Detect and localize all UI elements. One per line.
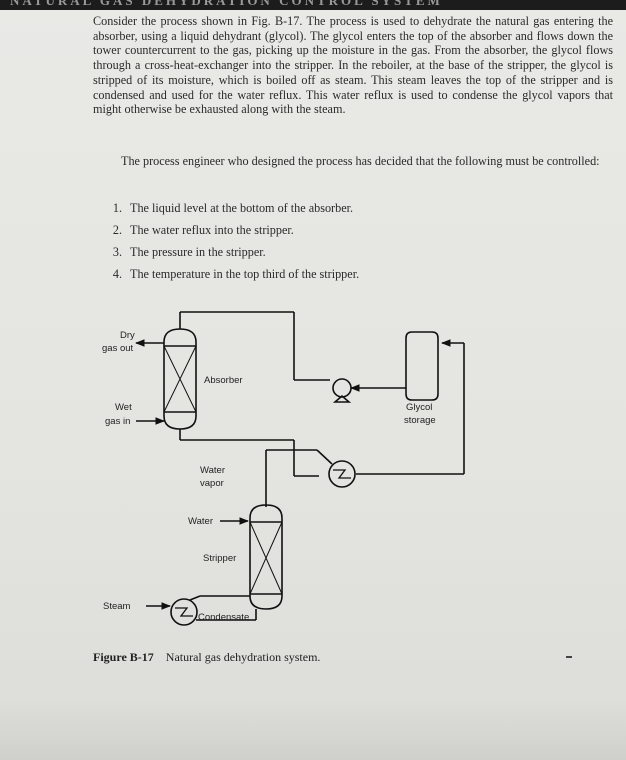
absorber-column <box>163 328 197 430</box>
paragraph-requirements-intro: The process engineer who designed the pr… <box>121 154 600 168</box>
cut-off-heading: NATURAL GAS DEHYDRATION CONTROL SYSTEM <box>0 0 626 10</box>
label-dry-gas-out: gas out <box>102 343 134 354</box>
label-wet-gas: Wet <box>115 402 132 413</box>
list-item: 3.The pressure in the stripper. <box>112 245 266 259</box>
label-wet-gas-in: gas in <box>105 416 130 427</box>
paragraph-process-description: Consider the process shown in Fig. B-17.… <box>93 14 613 117</box>
photo-shadow <box>0 700 626 760</box>
label-water: Water <box>188 516 213 527</box>
cross-heat-exchanger <box>328 460 356 488</box>
label-water-vapor-2: vapor <box>200 478 224 489</box>
page-speck <box>566 656 572 658</box>
label-condensate: Condensate <box>198 612 249 623</box>
label-glycol-storage: storage <box>404 415 436 426</box>
stripper-column <box>249 504 283 610</box>
glycol-pump <box>332 378 352 403</box>
label-water-vapor: Water <box>200 465 225 476</box>
label-glycol: Glycol <box>406 402 432 413</box>
diagram-labels: Dry gas out Absorber Wet gas in Glycol s… <box>102 330 436 623</box>
caption-label: Figure B-17 <box>93 650 154 664</box>
list-item: 2.The water reflux into the stripper. <box>112 223 294 237</box>
glycol-storage-tank <box>405 331 439 401</box>
figure-caption: Figure B-17 Natural gas dehydration syst… <box>93 650 320 665</box>
label-dry-gas: Dry <box>120 330 135 341</box>
list-item: 4.The temperature in the top third of th… <box>112 267 360 281</box>
list-item: 1.The liquid level at the bottom of the … <box>112 201 354 215</box>
control-requirements-list: 1.The liquid level at the bottom of the … <box>96 197 576 285</box>
caption-text: Natural gas dehydration system. <box>165 650 321 664</box>
reboiler <box>170 598 198 626</box>
label-steam: Steam <box>103 601 131 612</box>
label-absorber: Absorber <box>204 375 243 386</box>
label-stripper: Stripper <box>203 553 236 564</box>
